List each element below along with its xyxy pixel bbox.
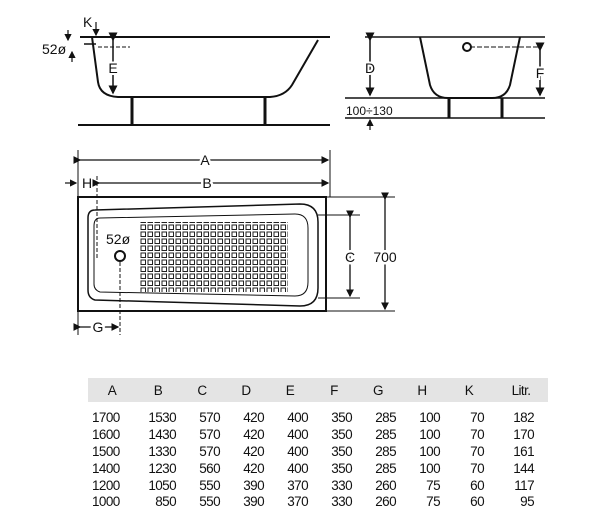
col-b: B <box>136 378 180 402</box>
bathtub-technical-drawing: K 52ø E D F 100÷130 A B H C 700 G 52ø <box>42 14 545 335</box>
table-cell: 420 <box>243 443 264 459</box>
table-cell: 420 <box>243 427 264 443</box>
label-f: F <box>536 65 545 81</box>
label-a: A <box>200 152 210 168</box>
table-cell: 350 <box>331 443 352 459</box>
table-cell: 100 <box>419 427 440 443</box>
table-cell: 260 <box>375 494 396 510</box>
table-cell: 1530 <box>148 410 176 426</box>
label-plan-drain: 52ø <box>106 231 131 247</box>
table-cell: 350 <box>331 427 352 443</box>
col-litres: Litr. <box>494 378 548 402</box>
table-cell: 1330 <box>148 443 176 459</box>
label-drain-diameter: 52ø <box>42 41 67 57</box>
table-cell: 117 <box>514 477 534 493</box>
table-cell: 570 <box>199 443 220 459</box>
col-h: H <box>400 378 444 402</box>
table-cell: 400 <box>287 427 308 443</box>
table-cell: 144 <box>513 460 534 476</box>
table-cell: 100 <box>419 443 440 459</box>
table-row: 1600 1430 570 420 400 350 285 100 70 170 <box>88 427 548 444</box>
label-width-700: 700 <box>373 249 397 265</box>
table-cell: 420 <box>243 410 264 426</box>
table-cell: 370 <box>287 494 308 510</box>
table-cell: 1700 <box>92 410 120 426</box>
table-cell: 75 <box>426 494 440 510</box>
table-cell: 95 <box>520 494 534 510</box>
table-cell: 400 <box>287 410 308 426</box>
table-header-row: A B C D E F G H K Litr. <box>88 378 548 402</box>
table-row: 1400 1230 560 420 400 350 285 100 70 144 <box>88 460 548 477</box>
table-cell: 570 <box>199 410 220 426</box>
label-k: K <box>83 14 93 30</box>
table-cell: 285 <box>375 443 396 459</box>
table-cell: 1000 <box>92 494 120 510</box>
table-cell: 420 <box>243 460 264 476</box>
table-cell: 60 <box>470 494 484 510</box>
end-view <box>345 32 545 130</box>
table-cell: 100 <box>419 410 440 426</box>
table-cell: 70 <box>470 410 484 426</box>
table-cell: 1200 <box>92 477 120 493</box>
table-cell: 182 <box>513 410 534 426</box>
col-f: F <box>312 378 356 402</box>
table-row: 1700 1530 570 420 400 350 285 100 70 182 <box>88 402 548 427</box>
table-cell: 370 <box>287 477 308 493</box>
table-cell: 550 <box>199 494 220 510</box>
table-row: 1500 1330 570 420 400 350 285 100 70 161 <box>88 444 548 461</box>
table-cell: 161 <box>513 443 534 459</box>
col-g: G <box>356 378 400 402</box>
table-cell: 390 <box>243 477 264 493</box>
table-cell: 1400 <box>92 460 120 476</box>
table-cell: 550 <box>199 477 220 493</box>
col-e: E <box>268 378 312 402</box>
label-e: E <box>108 60 117 76</box>
table-cell: 1430 <box>148 427 176 443</box>
table-row: 1200 1050 550 390 370 330 260 75 60 117 <box>88 477 548 494</box>
col-c: C <box>180 378 224 402</box>
table-cell: 330 <box>331 477 352 493</box>
table-row: 1000 850 550 390 370 330 260 75 60 95 <box>88 494 548 511</box>
table-cell: 100 <box>419 460 440 476</box>
table-cell: 70 <box>470 427 484 443</box>
table-cell: 400 <box>287 443 308 459</box>
label-g: G <box>93 319 104 335</box>
table-cell: 350 <box>331 460 352 476</box>
table-cell: 285 <box>375 427 396 443</box>
table-cell: 260 <box>375 477 396 493</box>
dimensions-table: A B C D E F G H K Litr. 1700 1530 570 420 40… <box>88 378 548 511</box>
label-b: B <box>202 175 211 191</box>
table-cell: 1230 <box>148 460 176 476</box>
label-h: H <box>82 175 92 191</box>
table-cell: 75 <box>426 477 440 493</box>
plan-view <box>65 150 395 335</box>
col-a: A <box>88 378 136 402</box>
side-view <box>64 22 330 126</box>
table-cell: 70 <box>470 460 484 476</box>
table-cell: 170 <box>513 427 534 443</box>
table-cell: 850 <box>155 494 176 510</box>
table-cell: 350 <box>331 410 352 426</box>
table-cell: 285 <box>375 460 396 476</box>
table-cell: 1500 <box>92 443 120 459</box>
table-cell: 400 <box>287 460 308 476</box>
label-leg-height: 100÷130 <box>346 104 393 118</box>
table-cell: 1050 <box>148 477 176 493</box>
label-c: C <box>345 249 355 265</box>
table-cell: 570 <box>199 427 220 443</box>
table-cell: 1600 <box>92 427 120 443</box>
col-d: D <box>224 378 268 402</box>
table-cell: 390 <box>243 494 264 510</box>
table-cell: 70 <box>470 443 484 459</box>
table-cell: 60 <box>470 477 484 493</box>
table-cell: 560 <box>199 460 220 476</box>
table-cell: 330 <box>331 494 352 510</box>
label-d: D <box>365 60 375 76</box>
table-cell: 285 <box>375 410 396 426</box>
col-k: K <box>444 378 494 402</box>
